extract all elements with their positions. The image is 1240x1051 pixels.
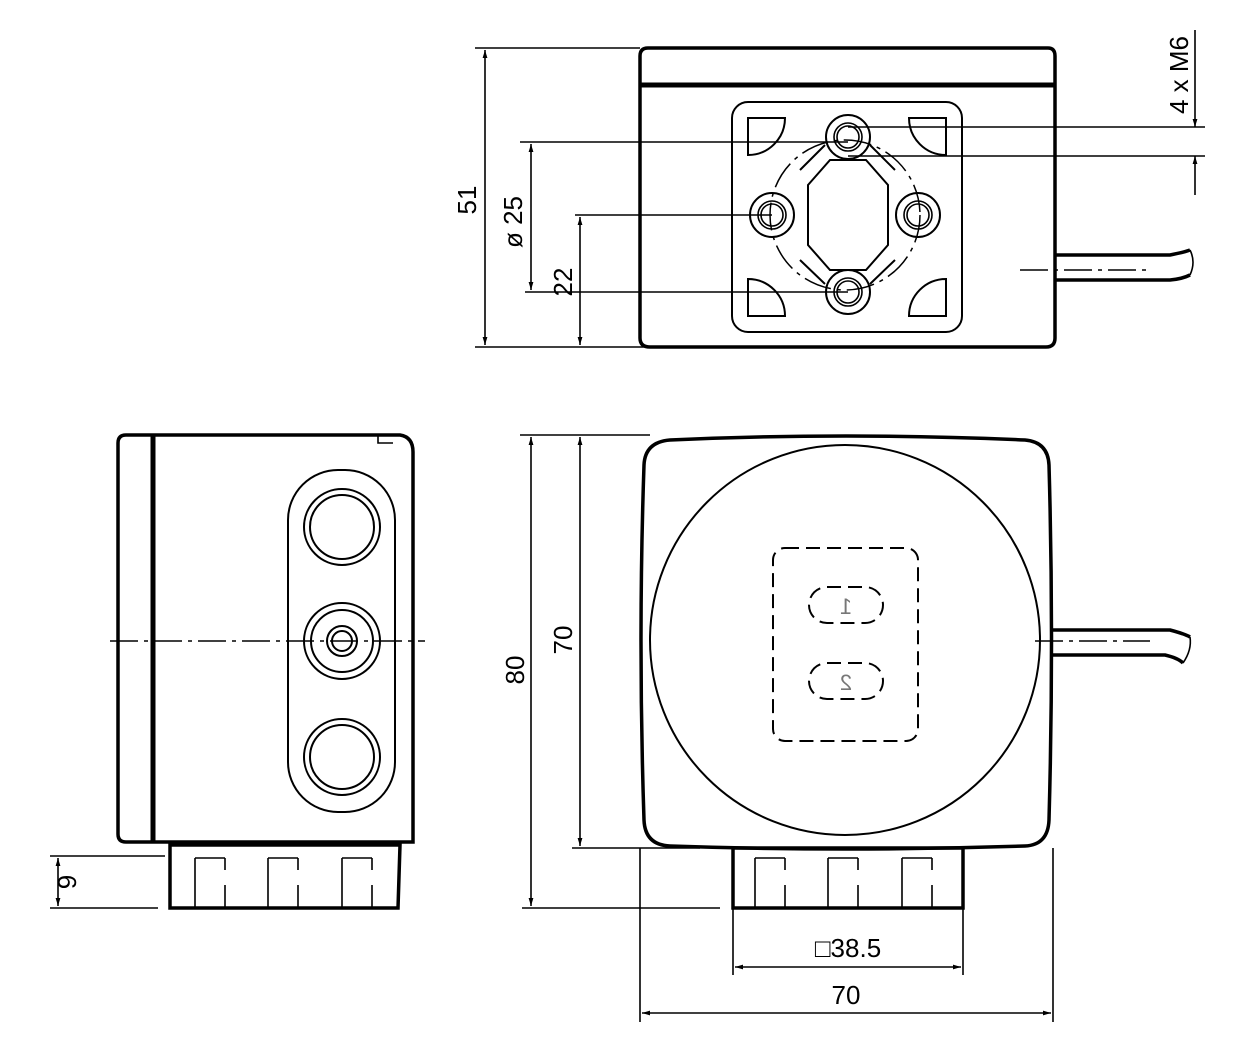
led-label-1: 1 — [840, 594, 852, 619]
led-1 — [808, 586, 884, 624]
led-label-2: 2 — [840, 670, 852, 695]
side-housing-outline — [116, 433, 415, 844]
dim-thread: 4 x M6 — [1164, 36, 1194, 114]
side-base — [168, 843, 402, 910]
cable — [1055, 248, 1191, 282]
bolt-circle-centerline — [769, 139, 921, 291]
front-cable — [1050, 628, 1191, 665]
side-view: 9 — [50, 433, 425, 910]
dim-70-width: 70 — [832, 980, 861, 1010]
led-window — [772, 547, 919, 742]
housing-outline — [638, 46, 1057, 349]
dim-51: 51 — [452, 186, 482, 215]
dim-bolt-circle: ø 25 — [498, 196, 528, 248]
dim-9: 9 — [52, 875, 82, 889]
led-2 — [808, 662, 884, 700]
dim-38-5: □38.5 — [815, 933, 881, 963]
front-view: 1 2 80 70 □38.5 70 — [500, 434, 1192, 1022]
thread-holes — [757, 122, 933, 307]
dim-80: 80 — [500, 656, 530, 685]
dimension-lines-top — [475, 30, 1205, 348]
lens-circle — [649, 444, 1041, 836]
top-view: 51 ø 25 22 4 x M6 — [452, 30, 1205, 349]
mounting-plate — [731, 101, 963, 333]
plate-pattern — [747, 114, 947, 317]
dim-22: 22 — [548, 268, 578, 297]
dim-70-height: 70 — [548, 626, 578, 655]
front-base — [731, 846, 965, 910]
front-housing-outline — [639, 434, 1054, 851]
dimension-lines-front — [520, 434, 1054, 1022]
